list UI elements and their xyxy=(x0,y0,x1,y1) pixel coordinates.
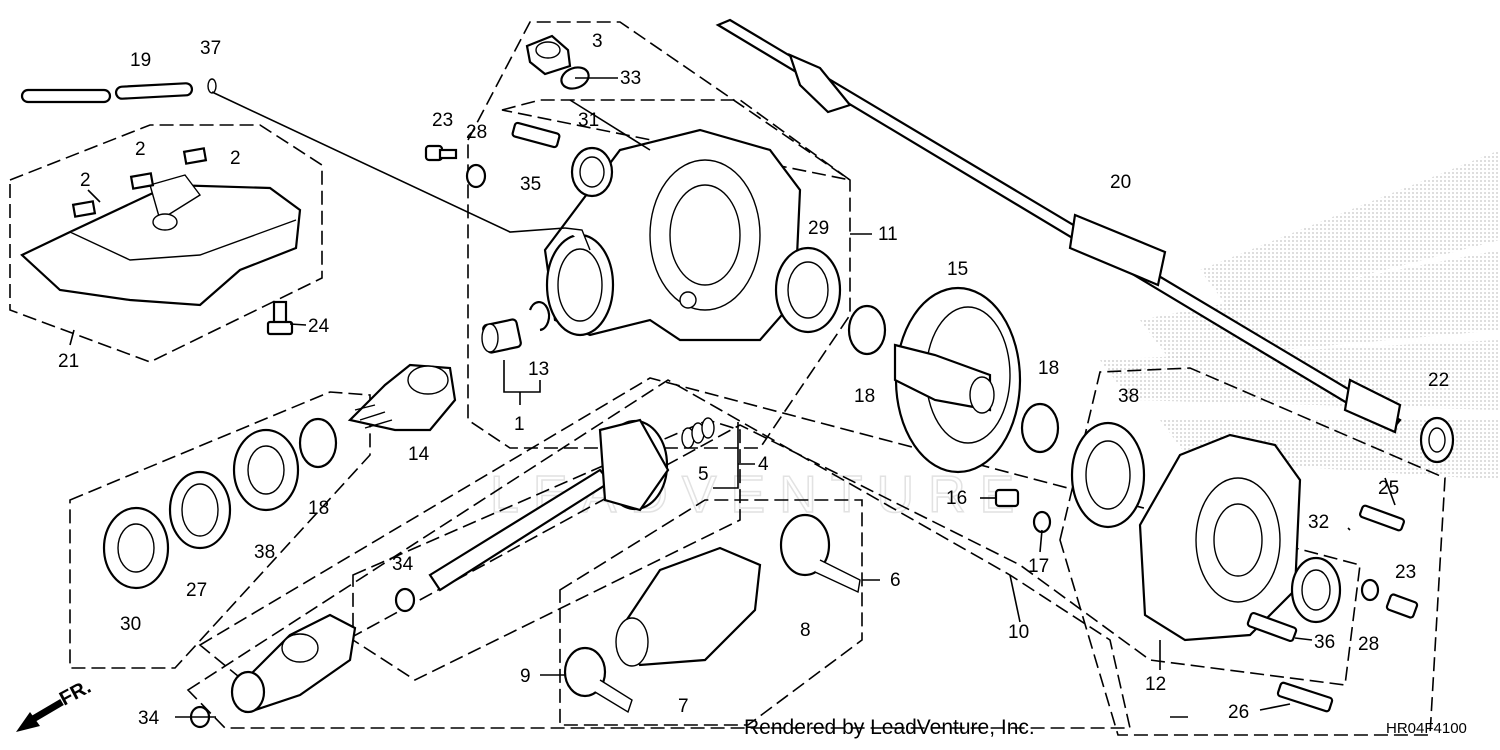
stud-35-part xyxy=(511,121,561,149)
band-9-part xyxy=(563,646,633,714)
callout-32: 32 xyxy=(1308,512,1329,533)
group-outline-skid-plate xyxy=(9,124,323,363)
callout-28: 28 xyxy=(466,122,487,143)
group-outline-carrier-12 xyxy=(1059,367,1446,736)
group-outline-pinion-bearings xyxy=(69,391,371,669)
bolt-16-part xyxy=(994,488,1020,508)
shim-18b-part xyxy=(847,304,887,356)
breather-tube-part xyxy=(20,78,217,104)
callout-2: 2 xyxy=(80,170,91,191)
callout-28: 28 xyxy=(1358,634,1379,655)
callout-38: 38 xyxy=(1118,386,1139,407)
callout-24: 24 xyxy=(308,316,330,337)
callout-21: 21 xyxy=(58,351,79,372)
callout-23: 23 xyxy=(1395,562,1416,583)
universal-joint-part xyxy=(230,613,357,714)
oil-seal-31-inner xyxy=(579,156,605,188)
skid-plate-part xyxy=(20,147,302,307)
callout-16: 16 xyxy=(946,488,967,509)
circlip-13-part xyxy=(528,300,551,332)
drain-plug-3-part xyxy=(525,34,572,76)
leader-lines xyxy=(69,77,1396,718)
render-credit: Rendered by LeadVenture, Inc. xyxy=(744,716,1035,739)
group-outline-case-11 xyxy=(467,21,851,449)
callout-8: 8 xyxy=(800,620,811,641)
carrier-housing-12-part xyxy=(1138,433,1302,642)
oil-seal-22-part xyxy=(1419,416,1455,464)
callout-1: 1 xyxy=(514,414,525,435)
bearing-38b-part xyxy=(1070,421,1146,529)
callout-20: 20 xyxy=(1110,172,1131,193)
bolt-26-part xyxy=(1276,681,1334,713)
callout-23: 23 xyxy=(432,110,453,131)
bolt-25-part xyxy=(1359,504,1405,532)
axle-shaft-20-part xyxy=(715,18,1402,434)
bolt-23b-part xyxy=(1385,593,1419,619)
callout-19: 19 xyxy=(130,50,151,71)
callout-22: 22 xyxy=(1428,370,1449,391)
callout-2: 2 xyxy=(230,148,241,169)
callout-12: 12 xyxy=(1145,674,1166,695)
callout-6: 6 xyxy=(890,570,901,591)
callout-37: 37 xyxy=(200,38,221,59)
bolt-24-part xyxy=(266,300,294,336)
ring-gear-15-part xyxy=(893,286,1022,474)
bearing-29-part xyxy=(774,246,842,334)
callout-3: 3 xyxy=(592,31,603,52)
group-outline-shaft-10 xyxy=(186,379,1132,729)
band-8-part xyxy=(779,513,861,594)
shim-18c-part xyxy=(1020,402,1060,454)
callout-34: 34 xyxy=(392,554,414,575)
callout-7: 7 xyxy=(678,696,689,717)
spring-5-part xyxy=(681,417,715,449)
o-ring-34a-part xyxy=(394,587,416,613)
callout-17: 17 xyxy=(1028,556,1049,577)
bearing-38-part xyxy=(232,428,300,512)
propeller-shaft-part xyxy=(428,418,670,592)
callout-27: 27 xyxy=(186,580,207,601)
callout-18: 18 xyxy=(854,386,875,407)
callout-38: 38 xyxy=(254,542,275,563)
callout-5: 5 xyxy=(698,464,709,485)
pinion-gear-14-part xyxy=(347,363,457,432)
stud-36-part xyxy=(1246,611,1298,643)
shim-18-part xyxy=(298,417,338,469)
collar-27-part xyxy=(168,470,232,550)
callout-2: 2 xyxy=(135,139,146,160)
callout-10: 10 xyxy=(1008,622,1029,643)
callout-11: 11 xyxy=(878,224,898,245)
callout-labels: 1 2 2 2 3 4 5 6 7 8 9 10 11 12 13 14 15 … xyxy=(58,31,1449,729)
callout-31: 31 xyxy=(578,110,599,131)
front-direction-arrow-icon: FR. xyxy=(16,676,95,732)
callout-14: 14 xyxy=(408,444,430,465)
bolt-23-part xyxy=(424,144,458,162)
washer-28b-part xyxy=(1360,578,1380,602)
callout-13: 13 xyxy=(528,359,549,380)
group-outline-boot xyxy=(559,499,863,726)
callout-18: 18 xyxy=(1038,358,1059,379)
callout-4: 4 xyxy=(758,454,769,475)
callout-9: 9 xyxy=(520,666,531,687)
oil-seal-32-part xyxy=(1290,556,1342,624)
needle-bearing-1-part xyxy=(481,318,522,354)
boot-7-part xyxy=(615,546,762,667)
callout-36: 36 xyxy=(1314,632,1335,653)
washer-17-part xyxy=(1032,510,1052,534)
washer-28-part xyxy=(465,163,487,189)
callout-35: 35 xyxy=(520,174,541,195)
oil-seal-30-part xyxy=(102,506,170,590)
callout-30: 30 xyxy=(120,614,141,635)
group-outline-shaft-4 xyxy=(198,377,1361,691)
callout-18: 18 xyxy=(308,498,329,519)
callout-26: 26 xyxy=(1228,702,1249,723)
callout-25: 25 xyxy=(1378,478,1399,499)
diagram-code: HR04F4100 xyxy=(1386,720,1467,737)
callout-34: 34 xyxy=(138,708,160,729)
callout-29: 29 xyxy=(808,218,829,239)
callout-15: 15 xyxy=(947,259,968,280)
callout-33: 33 xyxy=(620,68,641,89)
